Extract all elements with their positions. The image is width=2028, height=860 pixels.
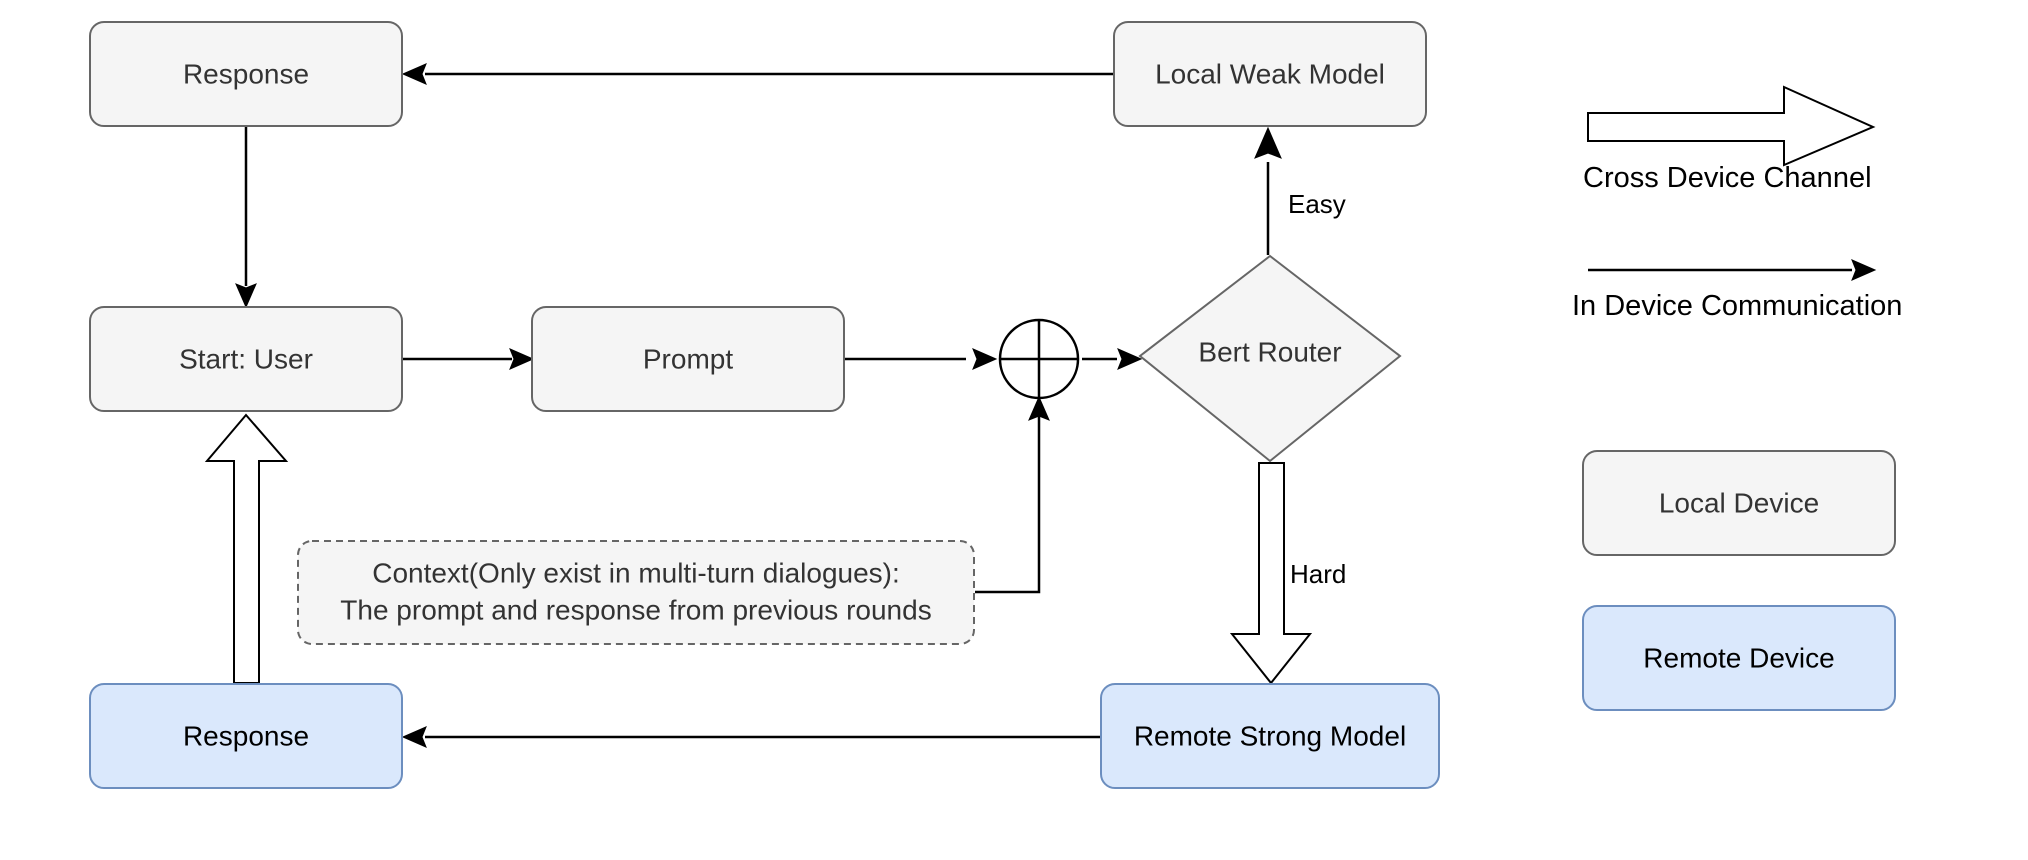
legend-local-device-label: Local Device (1659, 488, 1819, 519)
arrowhead-prompt-to-combiner (972, 348, 998, 370)
bert-router-label: Bert Router (1198, 337, 1341, 368)
arrowhead-weak-to-response (401, 63, 427, 85)
arrowhead-context-to-combiner (1028, 395, 1050, 421)
legend-cross-device-arrow (1587, 85, 1876, 167)
edge-label-easy: Easy (1288, 189, 1346, 219)
remote-strong-model-label: Remote Strong Model (1134, 721, 1406, 752)
arrowhead-router-to-weak (1254, 126, 1282, 159)
legend-in-device-arrowhead (1851, 259, 1877, 281)
in-device-edges (244, 72, 1852, 739)
edge-router-to-strong (1229, 462, 1313, 685)
cross-device-edges (204, 85, 1876, 685)
arrowheads (235, 63, 1877, 748)
prompt-node: Prompt (531, 306, 845, 412)
edge-response-bottom-to-user (204, 413, 289, 684)
legend-in-device-label: In Device Communication (1572, 290, 1902, 322)
legend-remote-device: Remote Device (1582, 605, 1896, 711)
remote-strong-model-node: Remote Strong Model (1100, 683, 1440, 789)
arrowhead-response-to-user (235, 283, 257, 309)
local-weak-model-label: Local Weak Model (1155, 59, 1385, 90)
edge-context-to-combiner (975, 416, 1041, 594)
response-top-node: Response (89, 21, 403, 127)
arrowhead-user-to-prompt (509, 348, 535, 370)
context-line-1: Context(Only exist in multi-turn dialogu… (372, 558, 900, 589)
context-node: Context(Only exist in multi-turn dialogu… (297, 540, 975, 645)
edge-label-hard: Hard (1290, 559, 1346, 589)
response-bottom-label: Response (183, 721, 309, 752)
bert-router-node: Bert Router (1138, 254, 1402, 463)
local-weak-model-node: Local Weak Model (1113, 21, 1427, 127)
legend-local-device: Local Device (1582, 450, 1896, 556)
response-bottom-node: Response (89, 683, 403, 789)
start-user-label: Start: User (179, 344, 313, 375)
combiner-node (998, 318, 1080, 400)
legend-remote-device-label: Remote Device (1643, 643, 1834, 674)
context-line-2: The prompt and response from previous ro… (340, 595, 931, 626)
legend: Cross Device Channel In Device Communica… (1572, 162, 1902, 711)
legend-cross-device-label: Cross Device Channel (1583, 162, 1872, 194)
start-user-node: Start: User (89, 306, 403, 412)
arrowhead-combiner-to-router (1117, 348, 1143, 370)
response-top-label: Response (183, 59, 309, 90)
arrowhead-strong-to-response (401, 726, 427, 748)
prompt-label: Prompt (643, 344, 733, 375)
